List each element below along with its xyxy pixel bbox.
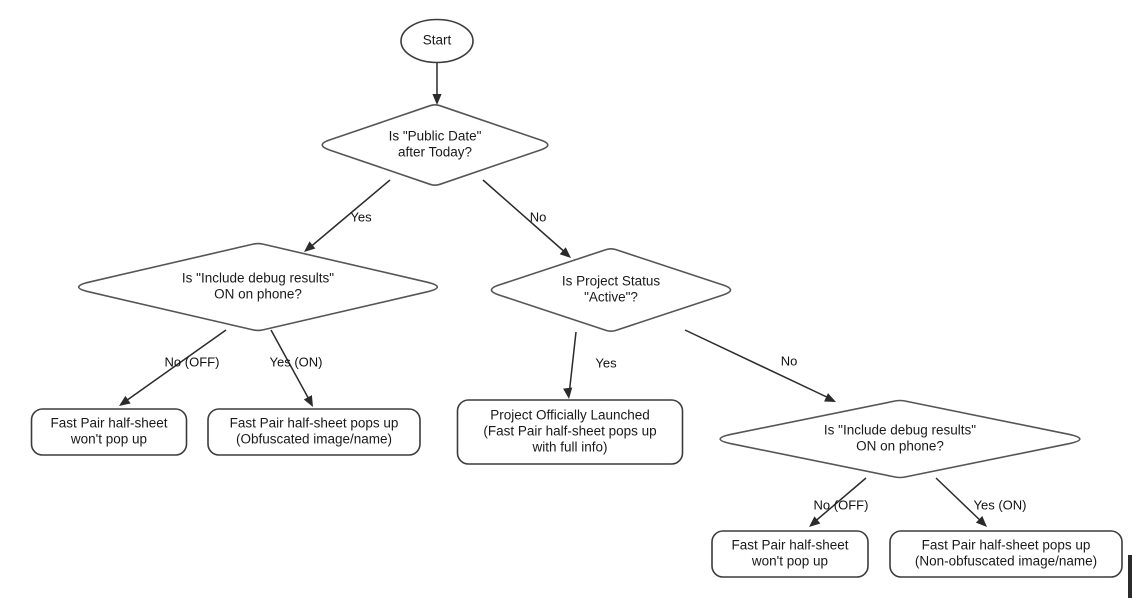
edge-label: No — [781, 353, 798, 368]
edge-public-date-no: No — [482, 179, 571, 258]
edge-label: Yes — [350, 209, 372, 224]
edge-debug-left-no-off: No (OFF) — [119, 329, 227, 406]
arrowhead — [559, 247, 571, 258]
node-outcome-obfuscated[interactable]: Fast Pair half-sheet pops up(Obfuscated … — [207, 408, 421, 456]
node-text-line: won't pop up — [70, 432, 147, 447]
arrowhead — [563, 387, 573, 399]
process-box[interactable] — [711, 530, 869, 578]
node-outcome-officially-launched[interactable]: Project Officially Launched(Fast Pair ha… — [456, 399, 684, 465]
edge-label: No — [530, 209, 547, 224]
node-outcome-non-obfuscated[interactable]: Fast Pair half-sheet pops up(Non-obfusca… — [889, 530, 1123, 578]
decision-diamond[interactable] — [77, 242, 439, 332]
node-text-line: Fast Pair half-sheet pops up — [922, 538, 1091, 553]
edge-start-to-public-date — [432, 63, 442, 105]
artifact-right-edge-mark — [1128, 555, 1132, 598]
node-text-line: (Obfuscated image/name) — [236, 432, 392, 447]
node-text-line: Fast Pair half-sheet pops up — [230, 416, 399, 431]
node-start[interactable]: Start — [400, 18, 474, 64]
node-public-date-decision[interactable]: Is "Public Date"after Today? — [321, 104, 549, 186]
edge-project-status-no: No — [684, 329, 836, 402]
decision-diamond[interactable] — [321, 104, 549, 186]
decision-diamond[interactable] — [490, 248, 732, 332]
arrowhead — [432, 94, 442, 105]
edge-label: No (OFF) — [165, 354, 220, 369]
node-text-line: ON on phone? — [214, 287, 302, 302]
process-box[interactable] — [30, 408, 188, 456]
artifacts-layer — [1128, 555, 1132, 598]
edge-debug-right-no-off: No (OFF) — [809, 477, 869, 527]
arrowhead — [304, 241, 316, 252]
edge-public-date-yes: Yes — [304, 179, 391, 252]
decision-diamond[interactable] — [719, 399, 1081, 479]
edge-project-status-yes: Yes — [563, 331, 617, 399]
edge-label: Yes — [595, 355, 617, 370]
node-text-line: Is "Public Date" — [389, 129, 482, 144]
arrowhead — [975, 516, 987, 527]
nodes-layer: Start Is "Public Date"after Today? Is "Inc… — [30, 18, 1123, 578]
edge-label: Yes (ON) — [974, 497, 1027, 512]
process-box[interactable] — [207, 408, 421, 456]
arrowhead — [119, 395, 131, 406]
arrowhead — [303, 395, 313, 407]
edge-line — [307, 179, 391, 250]
node-text-line: Fast Pair half-sheet — [50, 416, 167, 431]
node-text-line: Is Project Status — [562, 274, 661, 289]
node-text-line: Start — [423, 33, 452, 48]
node-text-line: Project Officially Launched — [490, 408, 650, 423]
terminator-oval[interactable] — [400, 18, 474, 64]
edge-line — [684, 329, 832, 400]
node-debug-results-decision-left[interactable]: Is "Include debug results"ON on phone? — [77, 242, 439, 332]
node-debug-results-decision-right[interactable]: Is "Include debug results"ON on phone? — [719, 399, 1081, 479]
node-text-line: (Non-obfuscated image/name) — [915, 554, 1097, 569]
edge-debug-right-yes-on: Yes (ON) — [935, 477, 1027, 527]
edge-line — [270, 329, 312, 404]
node-project-status-decision[interactable]: Is Project Status"Active"? — [490, 248, 732, 332]
node-text-line: (Fast Pair half-sheet pops up — [483, 424, 656, 439]
process-box[interactable] — [456, 399, 684, 465]
node-text-line: "Active"? — [584, 290, 638, 305]
node-text-line: with full info) — [531, 440, 607, 455]
arrowhead — [809, 516, 821, 527]
node-text-line: ON on phone? — [856, 439, 944, 454]
node-text-line: Is "Include debug results" — [182, 271, 334, 286]
process-box[interactable] — [889, 530, 1123, 578]
edge-line — [811, 477, 867, 525]
edge-line — [568, 331, 577, 396]
arrowhead — [824, 393, 836, 402]
node-text-line: after Today? — [398, 145, 472, 160]
edge-line — [935, 477, 985, 525]
node-text-line: Fast Pair half-sheet — [731, 538, 848, 553]
edge-label: Yes (ON) — [270, 354, 323, 369]
edge-line — [482, 179, 568, 255]
node-text-line: Is "Include debug results" — [824, 423, 976, 438]
node-text-line: won't pop up — [751, 554, 828, 569]
edge-line — [122, 329, 227, 404]
edge-debug-left-yes-on: Yes (ON) — [270, 329, 323, 407]
edge-label: No (OFF) — [814, 497, 869, 512]
